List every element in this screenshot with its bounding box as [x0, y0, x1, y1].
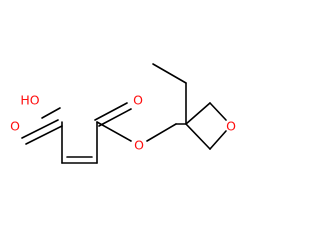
bond-cq-ring-bottom — [185, 123, 211, 150]
atom-label-ester-oxygen: O — [134, 138, 144, 153]
bond-c1-o-double-a — [21, 119, 59, 139]
structure-diagram: HO O O O O — [10, 63, 236, 164]
bond-c1-o-double-b — [25, 125, 63, 145]
bond-c4-o-double-b — [98, 108, 132, 127]
atom-label-hydroxyl: HO — [20, 93, 39, 108]
bond-layer — [21, 63, 227, 164]
bond-oester-ch2 — [146, 123, 177, 142]
bond-ring-top-o — [209, 102, 227, 121]
bond-c4-oester — [96, 121, 132, 142]
atom-label-acid-carbonyl-oxygen: O — [10, 119, 20, 134]
bond-c1-oh — [41, 107, 61, 119]
bond-ring-bottom-o — [209, 130, 227, 150]
bond-c4-o-double-a — [94, 102, 128, 121]
bond-ethyl-ch2-ch3 — [152, 63, 187, 84]
label-layer: HO O O O O — [10, 93, 236, 153]
atom-label-ester-carbonyl-oxygen: O — [133, 93, 143, 108]
atom-label-oxetane-oxygen: O — [226, 119, 236, 134]
bond-cq-ring-top — [185, 102, 211, 125]
